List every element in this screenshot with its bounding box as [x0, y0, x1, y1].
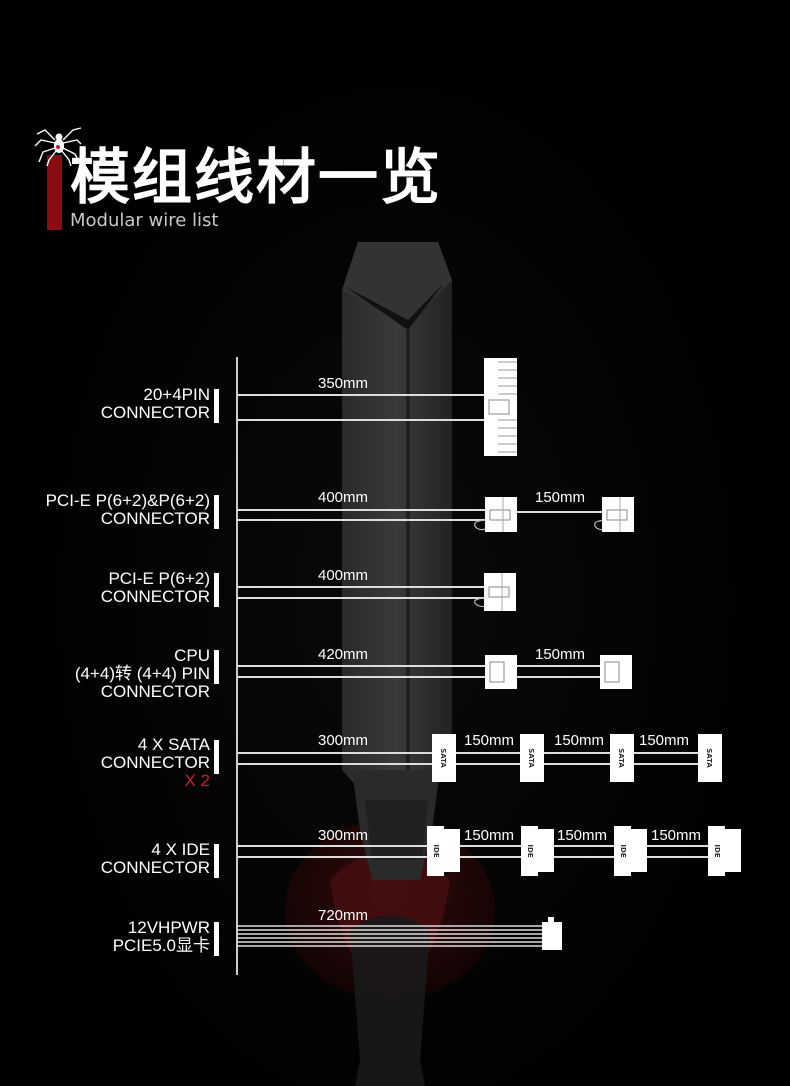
cable-wire-bundle	[237, 925, 545, 947]
cable-pcie1: 400mm	[237, 567, 516, 611]
multiplier-badge: X 2	[184, 771, 210, 790]
length-label: 150mm	[557, 827, 607, 844]
label-tick	[214, 844, 219, 878]
length-label: 150mm	[464, 827, 514, 844]
cable-atx: 350mm	[237, 358, 517, 456]
length-label: 150mm	[535, 646, 585, 663]
label-tick	[214, 922, 219, 956]
pcie-connector	[602, 497, 634, 532]
svg-text:SATA: SATA	[705, 748, 713, 768]
label-tick	[214, 650, 219, 684]
length-label: 150mm	[639, 732, 689, 749]
ide-connector: IDE	[427, 826, 460, 876]
length-label: 150mm	[535, 489, 585, 506]
title-accent-bar	[47, 155, 62, 230]
cable-label-pcie2: PCI-E P(6+2)&P(6+2)CONNECTOR	[45, 491, 210, 528]
cable-label-pcie1: PCI-E P(6+2)CONNECTOR	[100, 569, 210, 606]
svg-text:IDE: IDE	[619, 844, 627, 857]
page-title: 模组线材一览	[70, 143, 442, 213]
spider-icon	[34, 127, 82, 166]
cable-pcie2: 400mm 150mm	[237, 489, 634, 532]
length-label: 150mm	[464, 732, 514, 749]
sata-connector: SATA	[698, 734, 722, 782]
pcie-connector	[485, 497, 517, 532]
length-label: 400mm	[318, 489, 368, 506]
sata-connector: SATA	[432, 734, 456, 782]
cable-12vhpwr: 720mm	[237, 907, 562, 950]
pcie-connector	[484, 573, 516, 611]
cable-cpu: 420mm 150mm	[237, 646, 632, 689]
cable-sata: SATA SATA SATA SATA 300mm 150mm 150mm 15…	[237, 732, 722, 782]
ide-connector: IDE	[708, 826, 741, 876]
label-tick	[214, 740, 219, 774]
length-label: 720mm	[318, 907, 368, 924]
cpu-connector	[485, 655, 517, 689]
svg-text:IDE: IDE	[526, 844, 534, 857]
length-label: 350mm	[318, 375, 368, 392]
label-tick	[214, 389, 219, 423]
svg-text:SATA: SATA	[527, 748, 535, 768]
cpu-connector	[600, 655, 632, 689]
svg-text:SATA: SATA	[617, 748, 625, 768]
ide-connector: IDE	[521, 826, 554, 876]
page-subtitle: Modular wire list	[70, 210, 219, 231]
sata-connector: SATA	[610, 734, 634, 782]
label-tick	[214, 495, 219, 529]
length-label: 400mm	[318, 567, 368, 584]
length-label: 300mm	[318, 732, 368, 749]
cable-ide: IDE IDE IDE IDE 300mm 150mm 150mm 150mm	[237, 826, 741, 876]
label-tick	[214, 573, 219, 607]
length-label: 150mm	[651, 827, 701, 844]
length-label: 300mm	[318, 827, 368, 844]
svg-text:IDE: IDE	[713, 844, 721, 857]
atx-24pin-connector	[484, 358, 517, 456]
12vhpwr-connector	[542, 917, 562, 950]
svg-text:IDE: IDE	[432, 844, 440, 857]
sata-connector: SATA	[520, 734, 544, 782]
svg-text:SATA: SATA	[439, 748, 447, 768]
length-label: 420mm	[318, 646, 368, 663]
ide-connector: IDE	[614, 826, 647, 876]
length-label: 150mm	[554, 732, 604, 749]
